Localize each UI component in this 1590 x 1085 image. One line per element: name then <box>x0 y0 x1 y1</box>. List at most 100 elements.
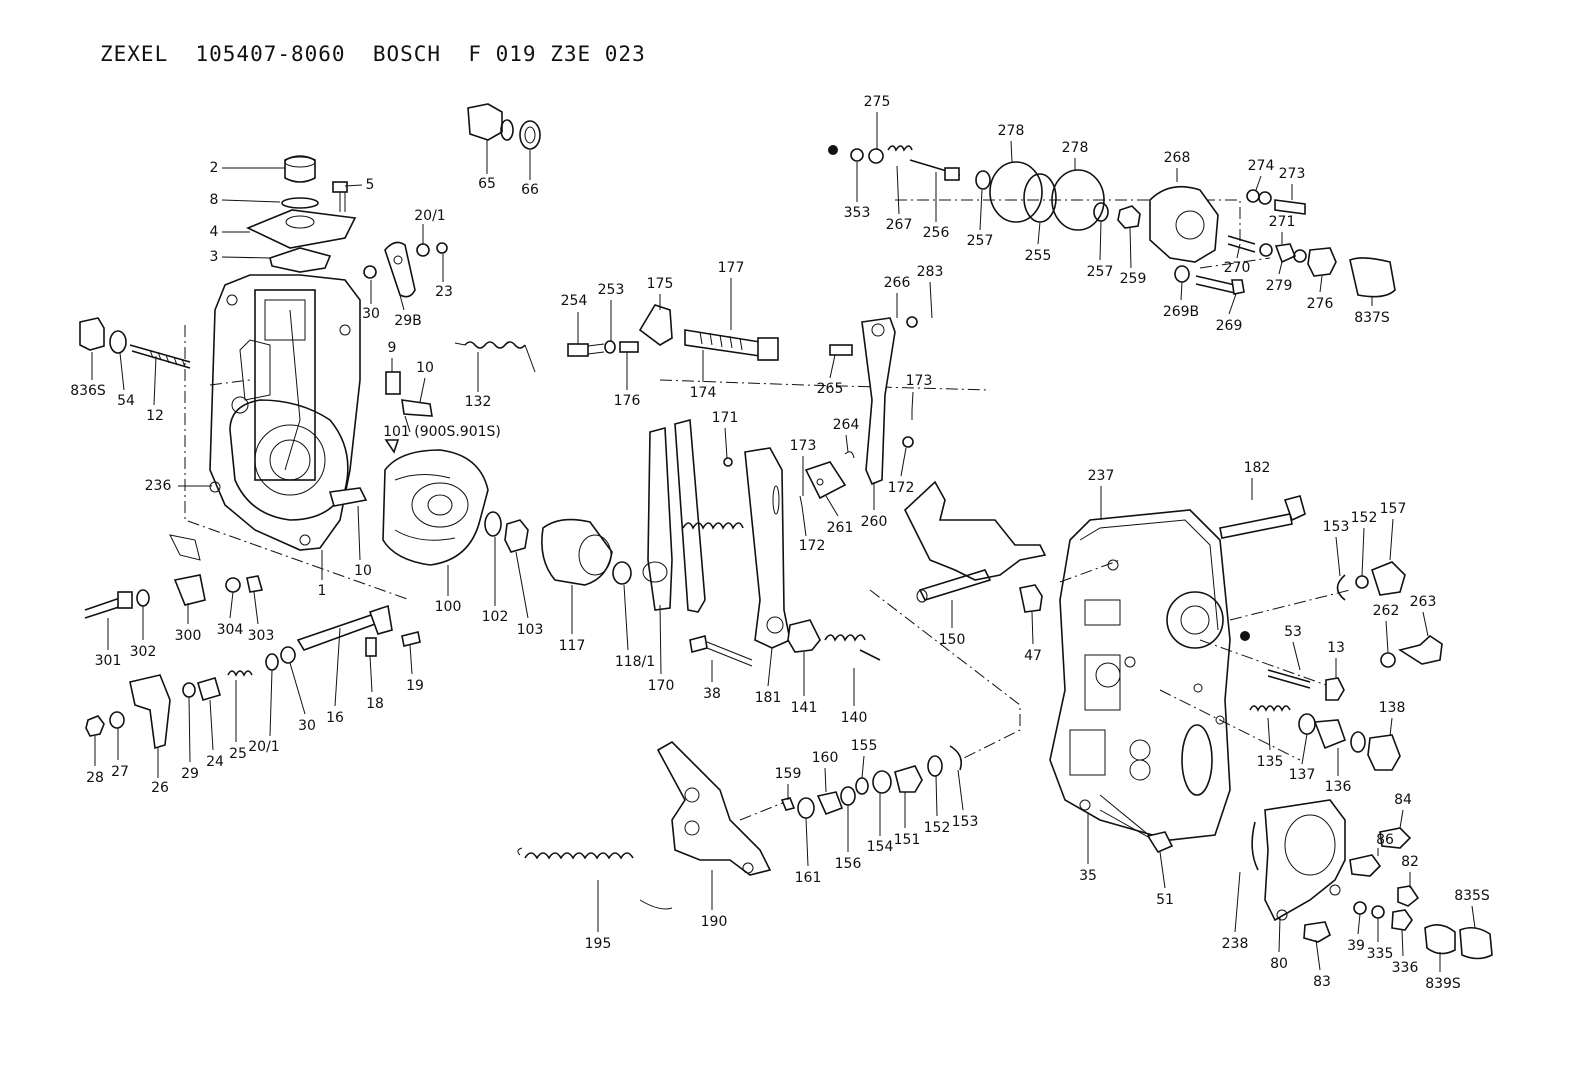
part-label: 835S <box>1454 888 1490 904</box>
leader-line <box>1278 917 1281 953</box>
leader-line <box>1234 871 1241 933</box>
part-label: 27 <box>111 764 129 780</box>
lever-260-drawing <box>799 316 918 507</box>
part-label: 269B <box>1163 304 1199 320</box>
part-label: 174 <box>690 385 717 401</box>
leader-line <box>900 447 907 477</box>
governor-housing-237-drawing <box>1049 509 1250 841</box>
screw-12-drawing <box>79 317 191 369</box>
leader-line <box>209 699 214 751</box>
spring-132-drawing <box>454 341 536 373</box>
part-label: 190 <box>701 914 728 930</box>
leader-line <box>1471 905 1476 929</box>
leader-line <box>623 584 629 651</box>
leader-line <box>659 604 662 675</box>
part-label: 262 <box>1373 603 1400 619</box>
bracket-190-drawing <box>517 741 963 910</box>
part-label: 30 <box>362 306 380 322</box>
part-label: 28 <box>86 770 104 786</box>
part-label: 336 <box>1392 960 1419 976</box>
part-label: 4 <box>210 224 219 240</box>
part-label: 274 <box>1248 158 1275 174</box>
leader-line <box>845 434 849 453</box>
part-label: 117 <box>559 638 586 654</box>
part-label: 270 <box>1224 260 1251 276</box>
part-label: 135 <box>1257 754 1284 770</box>
part-label: 1 <box>318 583 327 599</box>
part-label: 151 <box>894 832 921 848</box>
leader-line <box>1422 611 1429 637</box>
part-label: 102 <box>482 609 509 625</box>
part-label: 160 <box>812 750 839 766</box>
leader-line <box>957 769 964 811</box>
part-label: 175 <box>647 276 674 292</box>
part-label: 54 <box>117 393 135 409</box>
part-label: 173 <box>790 438 817 454</box>
leader-line <box>861 755 865 779</box>
part-label: 154 <box>867 839 894 855</box>
leader-line <box>399 294 405 311</box>
leader-line <box>805 817 809 867</box>
part-label: 24 <box>206 754 224 770</box>
control-lever-170-drawing <box>647 418 881 667</box>
leader-line <box>896 165 900 215</box>
leader-line <box>409 644 413 675</box>
part-label: 253 <box>598 282 625 298</box>
sleeve-117-drawing <box>484 511 668 586</box>
part-label: 237 <box>1088 468 1115 484</box>
part-label: 265 <box>817 381 844 397</box>
leader-line <box>1010 140 1013 163</box>
plug-157-drawing <box>1336 561 1443 668</box>
leader-line <box>1099 220 1102 261</box>
adjusting-screw-135-drawing <box>1249 705 1401 771</box>
part-label: 839S <box>1425 976 1461 992</box>
part-label: 279 <box>1266 278 1293 294</box>
stop-lever-group-drawing <box>567 304 779 361</box>
leader-line <box>1159 851 1166 889</box>
part-label: 837S <box>1354 310 1390 326</box>
lever-stop-drawing <box>384 371 433 454</box>
part-label: 268 <box>1164 150 1191 166</box>
screw-53-drawing <box>1267 669 1345 701</box>
part-label: 65 <box>478 176 496 192</box>
part-label: 138 <box>1379 700 1406 716</box>
leader-line <box>1129 227 1132 269</box>
part-label: 261 <box>827 520 854 536</box>
leader-line <box>911 391 914 411</box>
part-label: 3 <box>210 249 219 265</box>
part-label: 51 <box>1156 892 1174 908</box>
part-label: 266 <box>884 275 911 291</box>
leader-line <box>1037 221 1041 245</box>
leader-line <box>825 495 839 517</box>
part-label: 66 <box>521 182 539 198</box>
part-label: 155 <box>851 738 878 754</box>
part-label: 161 <box>795 870 822 886</box>
part-label: 256 <box>923 225 950 241</box>
leader-line <box>801 505 807 537</box>
part-label: 152 <box>1351 510 1378 526</box>
part-label: 278 <box>998 123 1025 139</box>
leader-line <box>1278 261 1283 275</box>
part-label: 263 <box>1410 594 1437 610</box>
part-label: 53 <box>1284 624 1302 640</box>
part-label: 300 <box>175 628 202 644</box>
part-label: 26 <box>151 780 169 796</box>
leader-line <box>369 655 373 693</box>
leader-line <box>1180 281 1183 301</box>
part-label: 283 <box>917 264 944 280</box>
part-label: 171 <box>712 410 739 426</box>
part-label: 84 <box>1394 792 1412 808</box>
part-label: 5 <box>366 177 375 193</box>
part-label: 103 <box>517 622 544 638</box>
leader-line <box>1389 717 1393 737</box>
leader-line <box>253 591 259 625</box>
part-label: 275 <box>864 94 891 110</box>
adjuster-300-drawing <box>84 534 264 619</box>
part-label: 152 <box>924 820 951 836</box>
leader-line <box>935 775 938 817</box>
leader-line <box>1292 641 1301 671</box>
part-label: 140 <box>841 710 868 726</box>
part-label: 259 <box>1120 271 1147 287</box>
part-label: 18 <box>366 696 384 712</box>
part-label: 30 <box>298 718 316 734</box>
